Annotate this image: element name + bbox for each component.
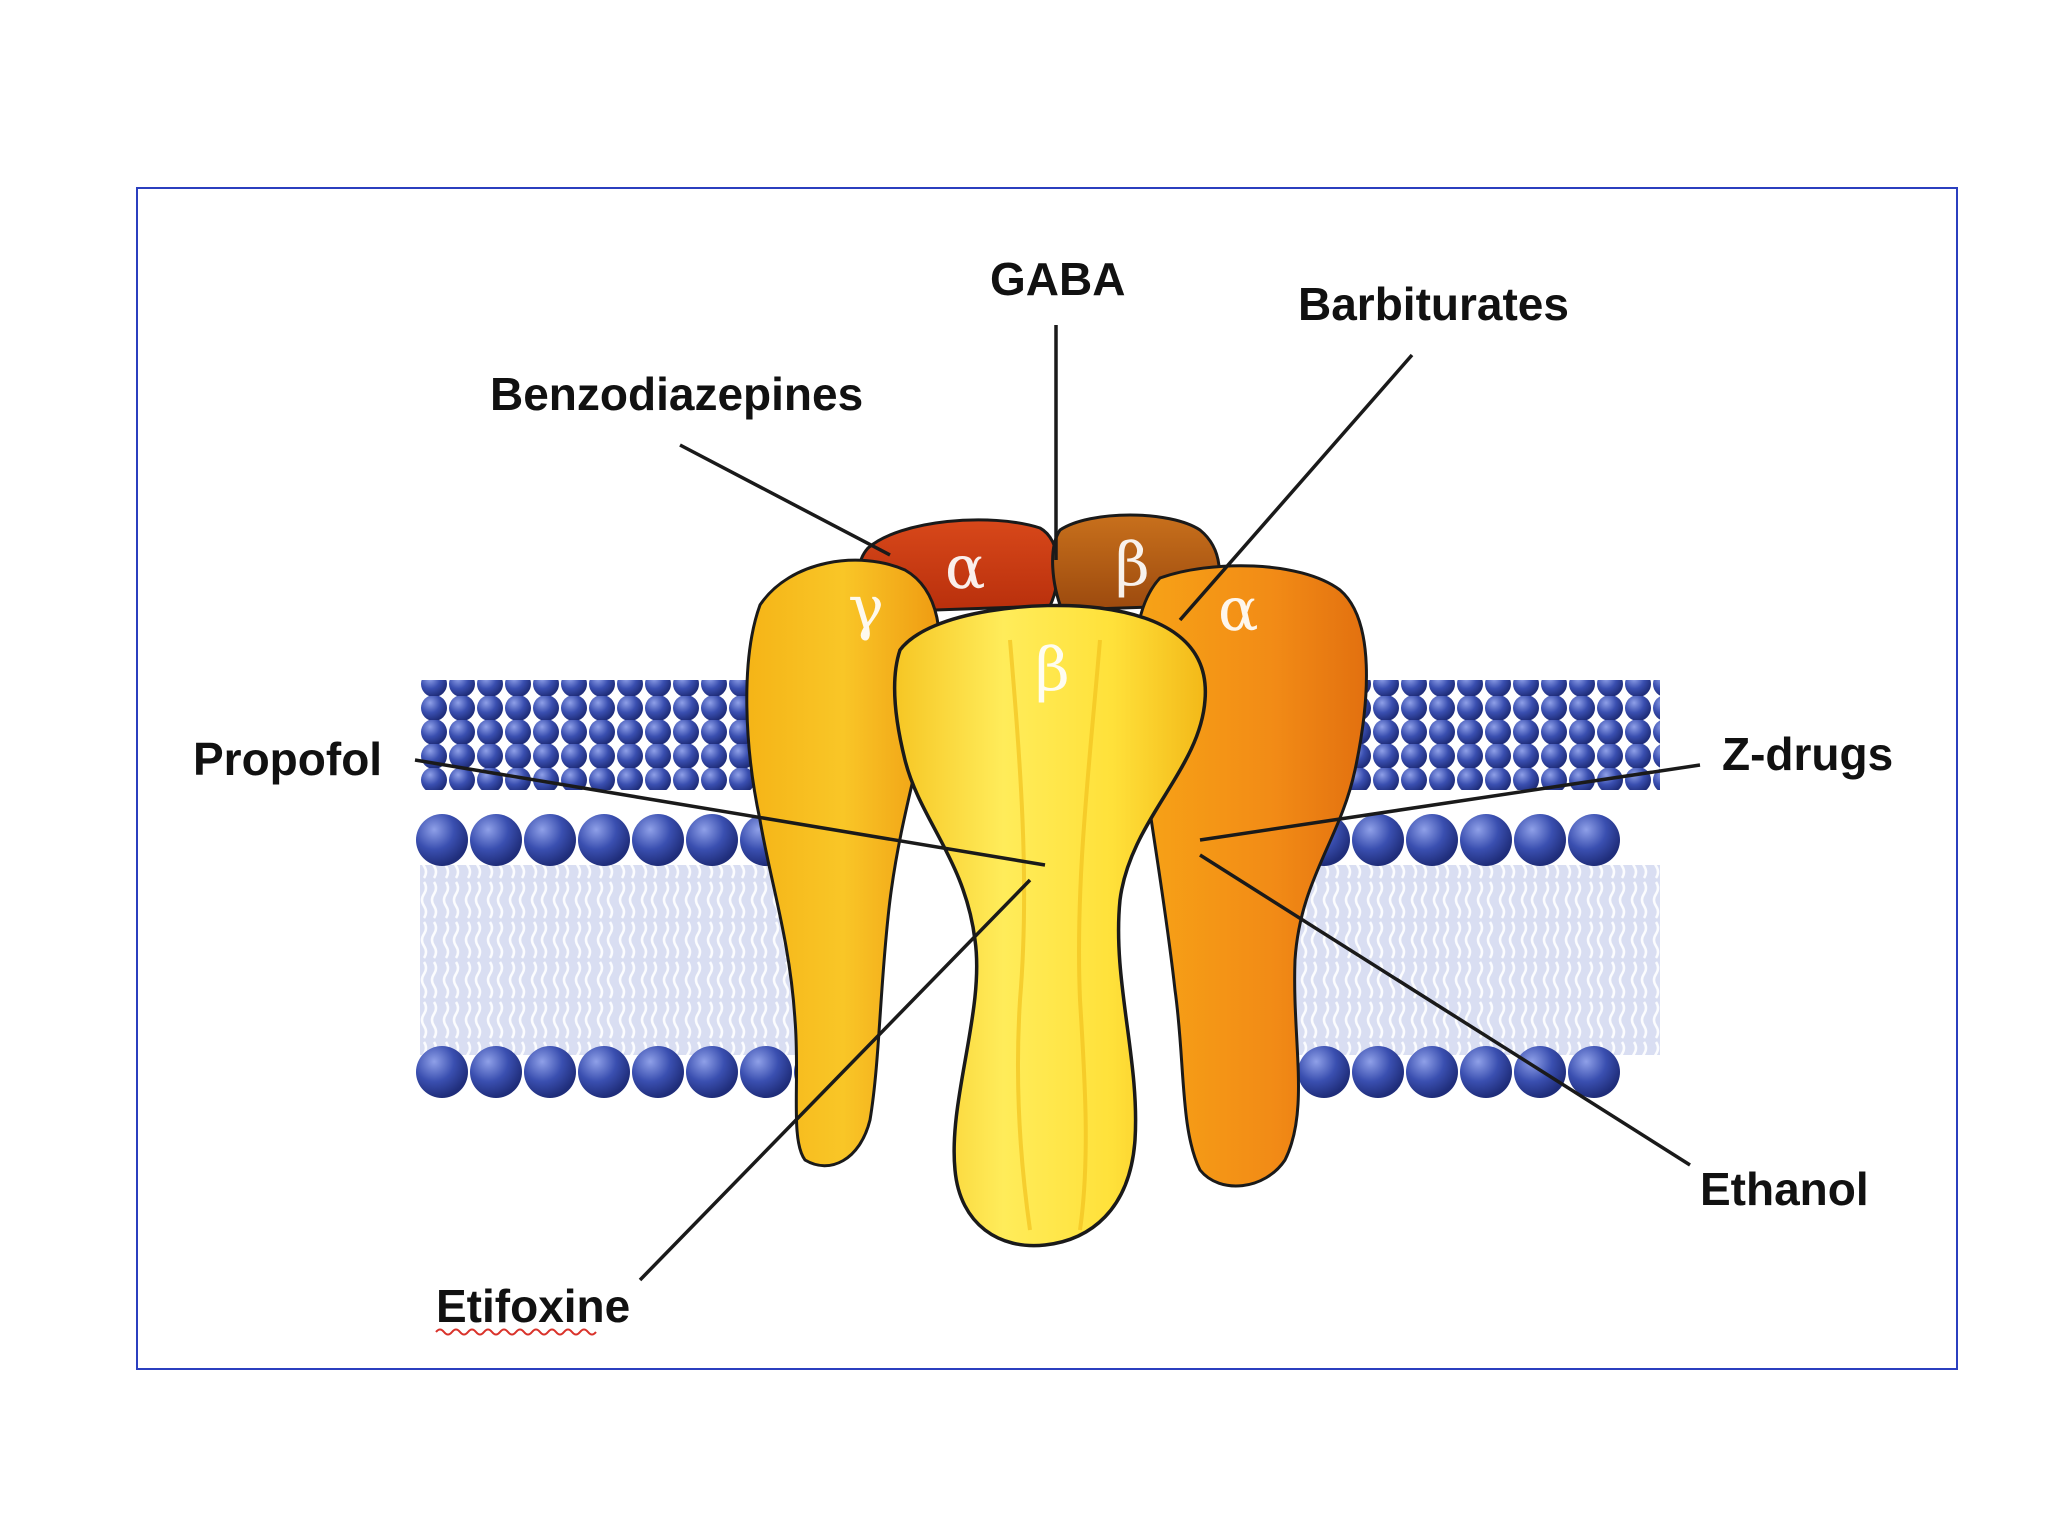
phospholipid-head	[524, 814, 576, 866]
phospholipid-head	[470, 814, 522, 866]
phospholipid-head	[740, 1046, 792, 1098]
label-propofol: Propofol	[193, 733, 382, 785]
phospholipid-head	[1406, 1046, 1458, 1098]
phospholipid-head	[1568, 1046, 1620, 1098]
phospholipid-head	[1514, 814, 1566, 866]
phospholipid-head	[416, 1046, 468, 1098]
label-barbiturates: Barbiturates	[1298, 278, 1569, 330]
subunit-label-beta-front: β	[1035, 635, 1070, 705]
phospholipid-head	[1460, 814, 1512, 866]
pointer-benzodiazepines	[679, 443, 891, 557]
phospholipid-head	[632, 814, 684, 866]
membrane-tails-right	[1270, 865, 1660, 1055]
subunit-label-beta-back: β	[1115, 530, 1150, 600]
phospholipid-head	[524, 1046, 576, 1098]
phospholipid-head	[578, 1046, 630, 1098]
gaba-a-receptor: γ α β α β	[745, 513, 1368, 1248]
phospholipid-head	[686, 1046, 738, 1098]
label-gaba: GABA	[990, 253, 1125, 305]
spellcheck-underline	[435, 1328, 597, 1336]
front-highlight-line	[1077, 639, 1102, 1231]
label-etifoxine: Etifoxine	[436, 1280, 630, 1332]
phospholipid-head	[686, 814, 738, 866]
phospholipid-head	[1352, 1046, 1404, 1098]
phospholipid-head	[1568, 814, 1620, 866]
label-ethanol: Ethanol	[1700, 1163, 1869, 1215]
subunit-label-gamma: γ	[848, 573, 884, 643]
label-benzodiazepines: Benzodiazepines	[490, 368, 863, 420]
pointer-lines	[414, 325, 1701, 1282]
subunit-beta-front	[892, 603, 1207, 1248]
pointer-z-drugs	[1199, 763, 1701, 842]
subunit-label-alpha-back: α	[945, 533, 986, 603]
phospholipid-head	[416, 814, 468, 866]
phospholipid-head	[632, 1046, 684, 1098]
pointer-barbiturates	[1178, 353, 1414, 622]
subunit-label-alpha-right: α	[1218, 575, 1259, 645]
pointer-propofol	[414, 758, 1046, 867]
pointer-etifoxine	[638, 878, 1032, 1282]
phospholipid-head	[1406, 814, 1458, 866]
phospholipid-head	[1352, 814, 1404, 866]
phospholipid-head	[1298, 1046, 1350, 1098]
phospholipid-head	[578, 814, 630, 866]
phospholipid-head	[1460, 1046, 1512, 1098]
pointer-ethanol	[1199, 853, 1691, 1167]
front-highlight-line	[1008, 639, 1032, 1231]
phospholipid-head	[470, 1046, 522, 1098]
subunit-gamma	[745, 558, 941, 1168]
label-z-drugs: Z-drugs	[1722, 728, 1893, 780]
